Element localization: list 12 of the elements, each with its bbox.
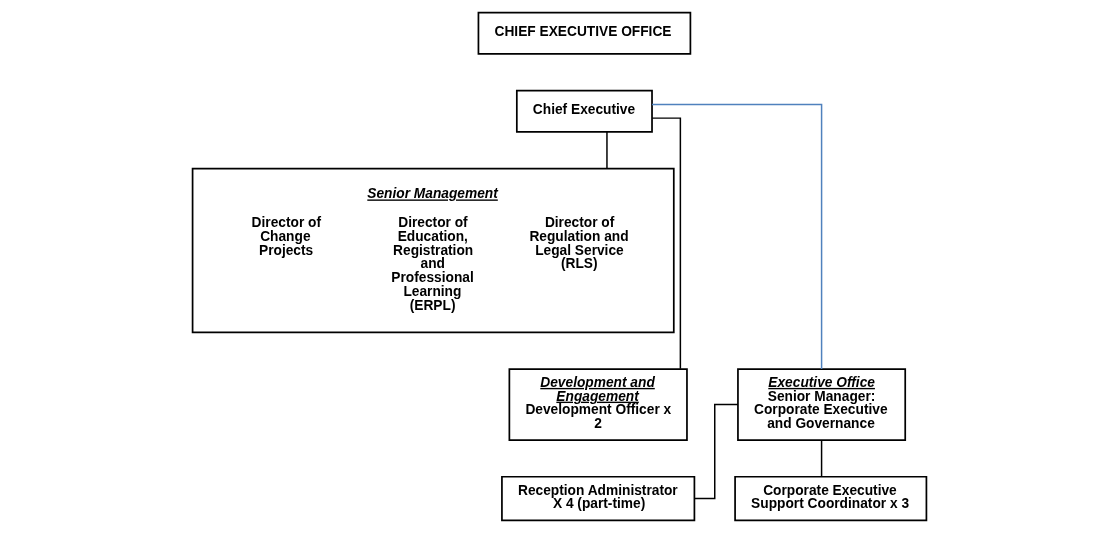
connector [820,439,823,478]
node-box: CHIEF EXECUTIVE OFFICE [477,11,692,55]
connector [693,403,739,500]
connector [651,117,682,370]
node-box: Development and Engagement Development Officer x 2 [508,368,688,441]
node-box: Senior Management Director of Change Projects Director of Education, Registration and Professional Learning (ERPL) Director of Regulation and Legal Service (RLS) [191,167,675,334]
connector [606,131,608,170]
node-box: Executive Office Senior Manager: Corporate Executive and Governance [737,368,907,441]
connector [651,103,823,370]
node-box: Corporate Executive Support Coordinator x 3 [734,475,928,522]
node-box: Chief Executive [515,89,653,133]
node-box: Reception Administrator X 4 (part-time) [501,475,696,522]
